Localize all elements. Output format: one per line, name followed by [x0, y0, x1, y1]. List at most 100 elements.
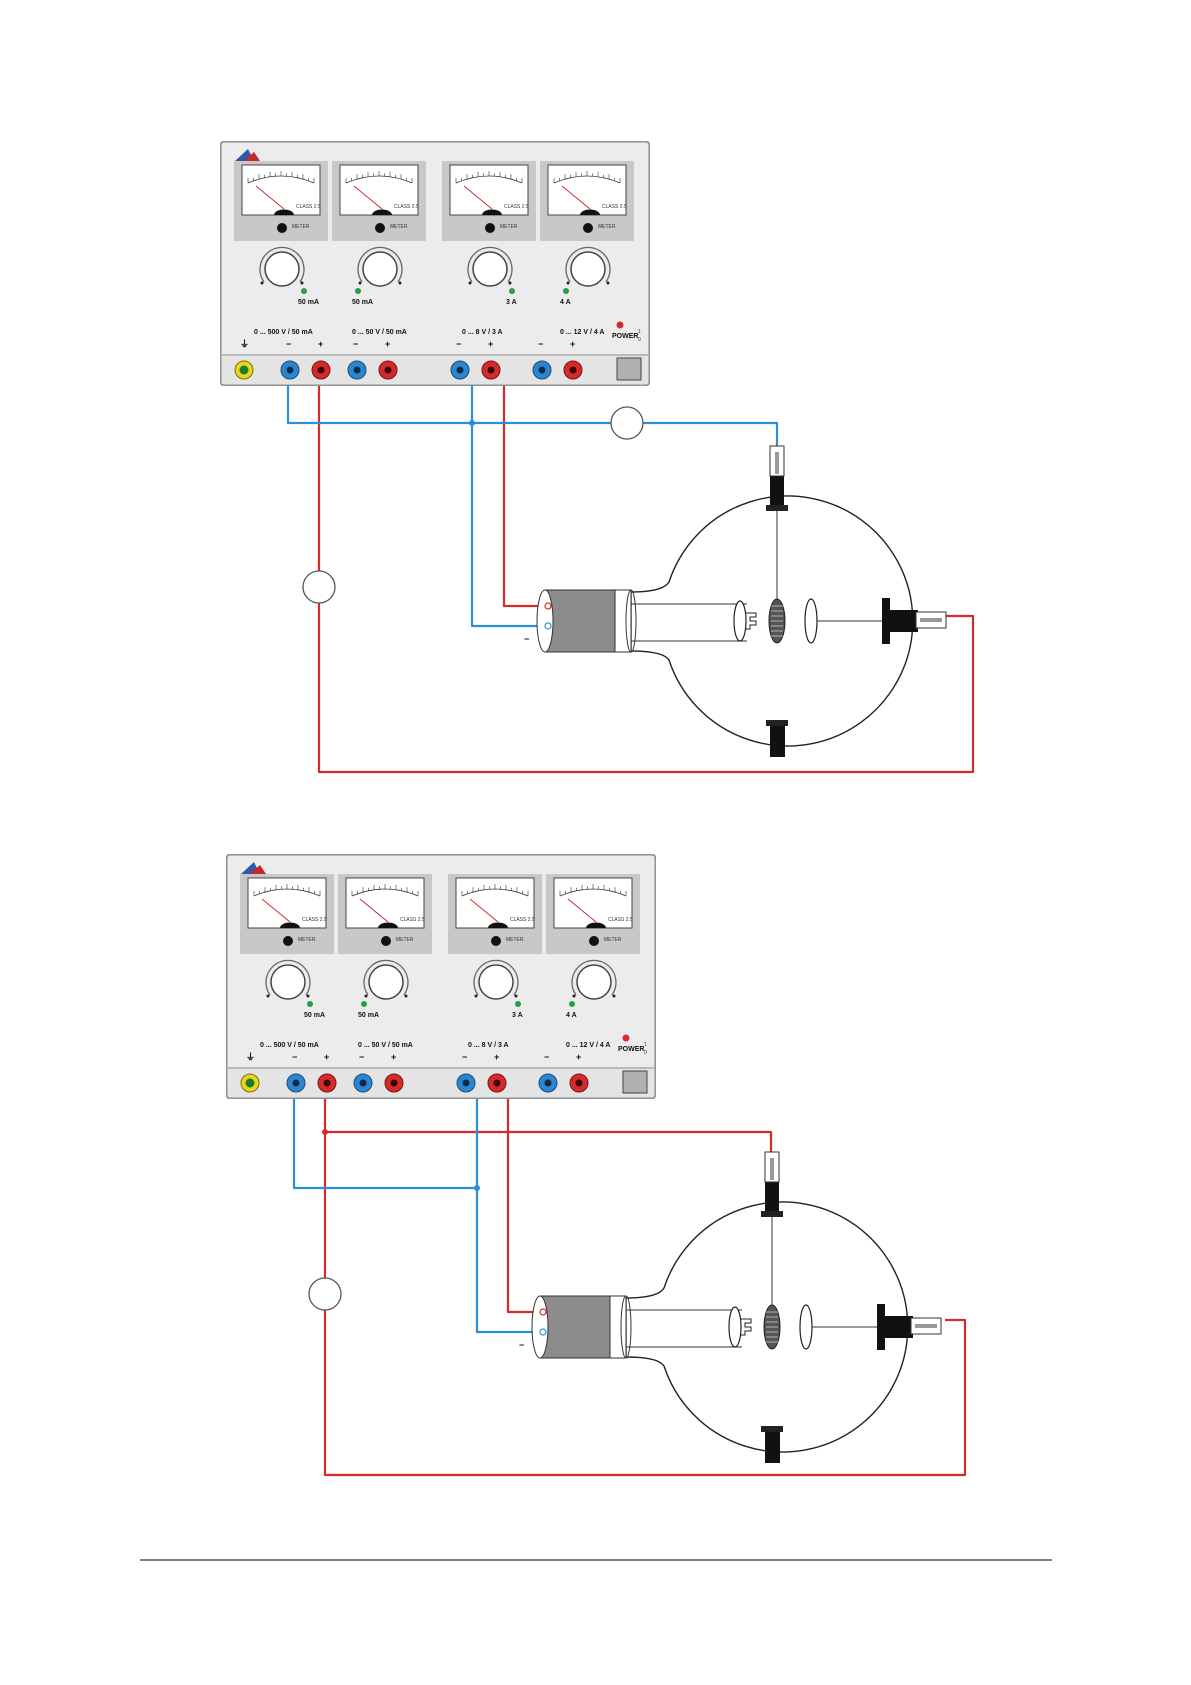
- meter-pivot: [580, 209, 600, 215]
- meter-switch-text: METER: [506, 937, 524, 943]
- socket-hole: [538, 366, 546, 374]
- meter-pivot: [586, 922, 606, 928]
- power-label: POWER: [612, 333, 638, 340]
- socket-hole: [487, 366, 495, 374]
- top-electrode-pin: [770, 1158, 774, 1180]
- meter-scale: [351, 888, 419, 897]
- cathode-disk: [728, 1306, 742, 1348]
- wires: [292, 1071, 967, 1477]
- meter-pivot: [482, 209, 502, 215]
- right-electrode-pin: [915, 1324, 937, 1328]
- minus-sign: −: [456, 339, 461, 349]
- junction-dot: [322, 1129, 328, 1135]
- knob-scale-arc: [357, 246, 403, 283]
- knob-scale-arc: [259, 246, 305, 283]
- power-led: [622, 1034, 630, 1042]
- meter-switch-text: METER: [500, 224, 518, 230]
- meter-switch-button: [375, 223, 385, 233]
- channel-voltage-label: 0 ... 50 V / 50 mA: [358, 1042, 413, 1049]
- meter-scale: [559, 888, 627, 897]
- socket-hole: [353, 366, 361, 374]
- meter-switch-button: [277, 223, 287, 233]
- knob-min-dot: [474, 994, 478, 998]
- meter-pivot: [274, 209, 294, 215]
- minus-sign: −: [286, 339, 291, 349]
- current-limit-label: 4 A: [566, 1012, 577, 1019]
- voltage-knob: [472, 251, 508, 287]
- knob-max-dot: [404, 994, 408, 998]
- heater-pin-plus: [544, 602, 552, 610]
- power-switch: [616, 357, 642, 381]
- meter-needle: [255, 185, 285, 210]
- meter-needle: [463, 185, 493, 210]
- meter-switch-button: [283, 936, 293, 946]
- meter-switch-button: [589, 936, 599, 946]
- voltage-knob: [362, 251, 398, 287]
- earth-icon: ⏚: [240, 339, 249, 349]
- minus-sign: −: [292, 1052, 297, 1062]
- knob-min-dot: [566, 281, 570, 285]
- tube-base: [544, 589, 616, 653]
- voltage-knob: [478, 964, 514, 1000]
- meter-switch-button: [491, 936, 501, 946]
- knob-min-dot: [260, 281, 264, 285]
- meter-needle: [567, 898, 597, 923]
- minus-sign: −: [359, 1052, 364, 1062]
- knob-scale-arc: [571, 959, 617, 996]
- meter-class-text: CLASS 2.5: [302, 917, 327, 923]
- knob-scale-arc: [265, 959, 311, 996]
- switch-off-label: 0: [638, 337, 641, 343]
- current-limit-label: 50 mA: [304, 1012, 325, 1019]
- meter-class-text: CLASS 2.5: [602, 204, 627, 210]
- voltage-knob: [576, 964, 612, 1000]
- blue-wire-hv-minus: [292, 1071, 477, 1190]
- meter-class-text: CLASS 2.5: [394, 204, 419, 210]
- meter-switch-text: METER: [396, 937, 414, 943]
- red-wire-hv-to-anode: [317, 372, 975, 774]
- minus-sign: −: [544, 1052, 549, 1062]
- meter-class-text: CLASS 2.5: [608, 917, 633, 923]
- cathode-minus-sign: −: [524, 634, 529, 644]
- ammeter-symbol: [610, 406, 644, 440]
- channel-voltage-label: 0 ... 8 V / 3 A: [462, 329, 503, 336]
- plus-sign: +: [318, 339, 323, 349]
- knob-max-dot: [306, 994, 310, 998]
- blue-wire-heater-minus: [470, 372, 545, 628]
- meter-scale: [553, 175, 621, 184]
- meter-needle: [359, 898, 389, 923]
- channel-voltage-label: 0 ... 50 V / 50 mA: [352, 329, 407, 336]
- meter-class-text: CLASS 2.5: [296, 204, 321, 210]
- plus-sign: +: [570, 339, 575, 349]
- red-wire-hv-plus-to-electrode: [323, 1071, 773, 1152]
- current-limit-led: [355, 288, 361, 294]
- knob-max-dot: [300, 281, 304, 285]
- socket-hole: [390, 1079, 398, 1087]
- knob-scale-arc: [363, 959, 409, 996]
- meter-switch-text: METER: [604, 937, 622, 943]
- meter-scale: [455, 175, 523, 184]
- earth-socket-core: [245, 1078, 255, 1088]
- electron-diffraction-tube: −: [524, 445, 947, 757]
- heater-pin-minus: [544, 622, 552, 630]
- channel-voltage-label: 0 ... 500 V / 50 mA: [254, 329, 313, 336]
- current-limit-label: 50 mA: [298, 299, 319, 306]
- current-limit-led: [509, 288, 515, 294]
- knob-min-dot: [468, 281, 472, 285]
- meter-class-text: CLASS 2.5: [510, 917, 535, 923]
- cathode-minus-sign: −: [519, 1340, 524, 1350]
- meter-pivot: [372, 209, 392, 215]
- channel-voltage-label: 0 ... 12 V / 4 A: [566, 1042, 611, 1049]
- wires: [286, 372, 975, 774]
- knob-min-dot: [572, 994, 576, 998]
- meter-needle: [353, 185, 383, 210]
- knob-max-dot: [606, 281, 610, 285]
- right-electrode-cap: [888, 610, 918, 632]
- meter-class-text: CLASS 2.5: [400, 917, 425, 923]
